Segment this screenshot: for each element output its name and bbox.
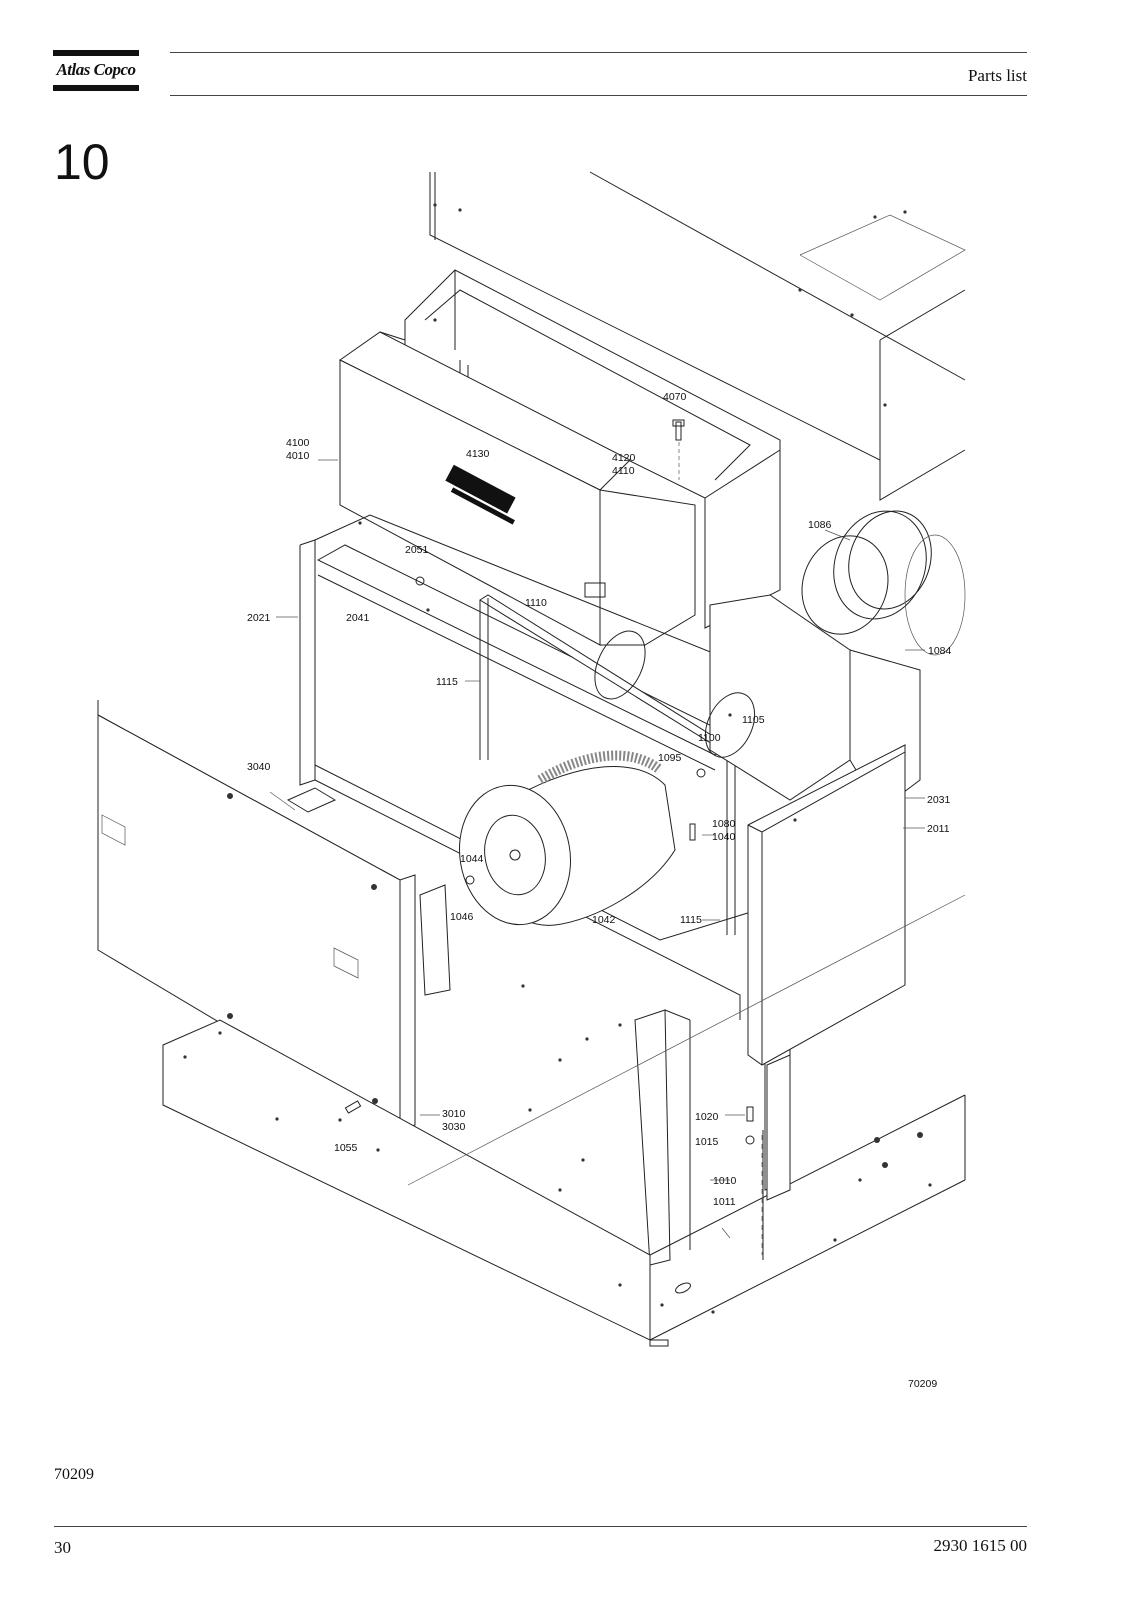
drawing-figure-id: 70209 [908, 1378, 937, 1390]
callout-1100: 1100 [698, 732, 721, 744]
callout-4070: 4070 [663, 391, 687, 403]
figure-reference: 70209 [54, 1466, 94, 1483]
air-filter-element [458, 750, 676, 926]
header-rule-bottom [170, 95, 1027, 96]
base-plate [162, 894, 966, 1347]
intake-duct [404, 269, 781, 629]
right-support-leg [761, 1054, 791, 1260]
footer-rule [54, 1526, 1027, 1527]
callout-1044: 1044 [460, 853, 484, 865]
logo-wordmark: Atlas Copco [56, 60, 136, 79]
callout-labels: 4070 4100 4010 4130 4120 4110 1086 2051 … [247, 391, 952, 1390]
callout-2041: 2041 [346, 612, 370, 624]
callout-1055: 1055 [334, 1142, 358, 1154]
exploded-parts-drawing: 4070 4100 4010 4130 4120 4110 1086 2051 … [97, 171, 966, 1390]
callout-1040: 1040 [712, 831, 736, 843]
callout-1086: 1086 [808, 519, 832, 531]
roof-housing [429, 171, 966, 501]
page-number: 30 [54, 1538, 71, 1557]
callout-1095: 1095 [658, 752, 682, 764]
front-door-panel [97, 700, 416, 1131]
atlas-copco-logo: Atlas Copco [53, 50, 139, 92]
callout-1084: 1084 [928, 645, 952, 657]
logo-bar-top [53, 50, 139, 56]
callout-1010: 1010 [713, 1175, 737, 1187]
header-section-title: Parts list [967, 66, 1027, 85]
front-cover [339, 331, 696, 646]
callout-1042: 1042 [592, 914, 616, 926]
document-number: 2930 1615 00 [933, 1536, 1028, 1555]
callout-2051: 2051 [405, 544, 429, 556]
callout-3010: 3010 [442, 1108, 466, 1120]
callout-1080: 1080 [712, 818, 736, 830]
callout-1020: 1020 [695, 1111, 719, 1123]
callout-2031: 2031 [927, 794, 951, 806]
callout-2011: 2011 [927, 823, 950, 835]
callout-4130: 4130 [466, 448, 490, 460]
logo-bar-bottom [53, 85, 139, 91]
callout-4120: 4120 [612, 452, 636, 464]
callout-1046: 1046 [450, 911, 474, 923]
callout-1011: 1011 [713, 1196, 736, 1208]
side-panel-right [747, 744, 906, 1066]
callout-4110: 4110 [612, 465, 635, 477]
section-number: 10 [54, 134, 110, 190]
callout-4100: 4100 [286, 437, 310, 449]
leader-lines [269, 459, 925, 1181]
callout-1115-upper: 1115 [436, 676, 458, 688]
callout-3030: 3030 [442, 1121, 466, 1133]
callout-1015: 1015 [695, 1136, 719, 1148]
callout-1110: 1110 [525, 597, 547, 609]
callout-1105: 1105 [742, 714, 765, 726]
fasteners [344, 419, 755, 1239]
callout-1115-lower: 1115 [680, 914, 702, 926]
bolt-holes [183, 203, 932, 1314]
callout-3040: 3040 [247, 761, 271, 773]
callout-2021: 2021 [247, 612, 271, 624]
callout-4010: 4010 [286, 450, 310, 462]
header-rule-top [170, 52, 1027, 53]
